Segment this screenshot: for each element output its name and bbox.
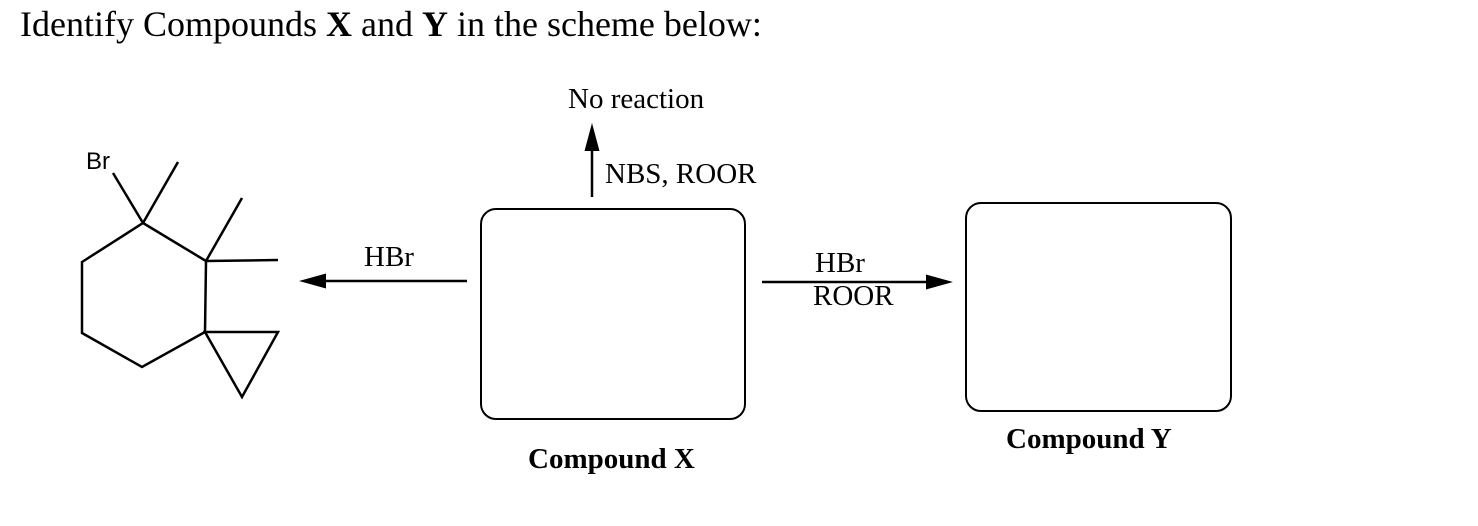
title-prefix: Identify Compounds — [20, 4, 326, 44]
methyl-bond-1 — [141, 161, 180, 224]
title-suffix: in the scheme below: — [447, 4, 762, 44]
arrow-left-hbr — [299, 273, 467, 289]
arrow-left-head — [299, 273, 326, 289]
no-reaction-label: No reaction — [568, 83, 705, 115]
question-title: Identify Compounds X and Y in the scheme… — [20, 6, 762, 42]
arrow-up-nbs — [584, 123, 600, 197]
title-compound-x: X — [325, 4, 352, 44]
product-structure — [80, 161, 281, 400]
compound-x-answer-box — [480, 208, 746, 420]
title-compound-y: Y — [421, 4, 448, 44]
methyl-bond-2 — [204, 197, 244, 262]
carbon-bromine-bond — [111, 172, 145, 224]
arrow-up-head — [584, 123, 600, 151]
hbr-left-reagent-label: HBr — [364, 241, 414, 273]
roor-right-reagent-label: ROOR — [813, 280, 894, 312]
arrow-right-head — [926, 274, 953, 290]
title-conjunction: and — [351, 4, 422, 44]
methyl-bond-3 — [205, 258, 279, 263]
arrow-right-hbr-roor — [762, 274, 953, 290]
hbr-right-reagent-label: HBr — [815, 247, 865, 279]
cyclopropane-ring — [202, 330, 281, 400]
compound-y-answer-box — [965, 202, 1232, 412]
nbs-roor-reagent-label: NBS, ROOR — [605, 158, 757, 190]
compound-y-caption: Compound Y — [1006, 423, 1172, 455]
bromine-atom-label: Br — [86, 148, 110, 175]
compound-x-caption: Compound X — [528, 443, 695, 475]
cyclohexane-ring — [80, 221, 208, 369]
